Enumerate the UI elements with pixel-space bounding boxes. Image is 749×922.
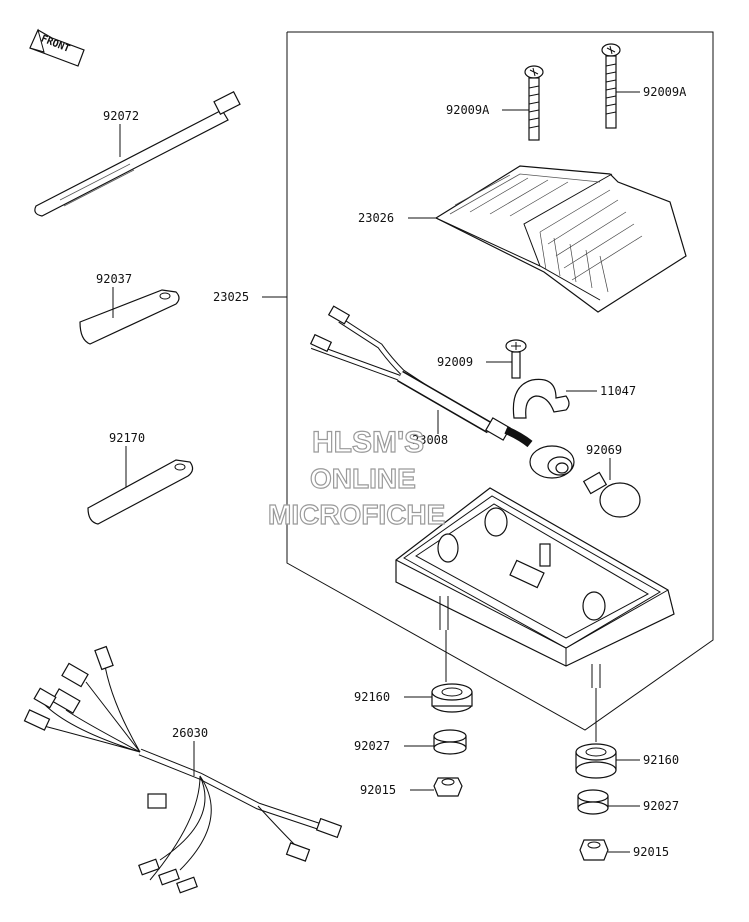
screw-left-part bbox=[524, 65, 544, 141]
collar-left-part bbox=[433, 729, 467, 755]
label-23025: 23025 bbox=[213, 290, 249, 304]
lamp-housing-part bbox=[395, 487, 675, 688]
label-92069: 92069 bbox=[586, 443, 622, 457]
cable-tie-part bbox=[34, 90, 241, 217]
clamp-part bbox=[512, 378, 570, 419]
assembly-outline bbox=[286, 31, 714, 731]
label-92009: 92009 bbox=[437, 355, 473, 369]
label-92015-left: 92015 bbox=[360, 783, 396, 797]
bulb-part bbox=[582, 471, 641, 518]
label-92027-right: 92027 bbox=[643, 799, 679, 813]
wire-harness-part bbox=[23, 645, 343, 894]
label-92037: 92037 bbox=[96, 272, 132, 286]
label-92027-left: 92027 bbox=[354, 739, 390, 753]
front-arrow-icon: FRONT bbox=[29, 28, 85, 67]
bracket-92037-part bbox=[79, 289, 180, 345]
label-92160-right: 92160 bbox=[643, 753, 679, 767]
watermark: HLSM'S ONLINE MICROFICHE bbox=[267, 425, 446, 530]
socket-wire-part bbox=[309, 305, 575, 479]
label-92009A-left: 92009A bbox=[446, 103, 490, 117]
nut-left-part bbox=[433, 777, 463, 797]
screw-right-part bbox=[601, 43, 621, 129]
grommet-left-part bbox=[431, 683, 473, 713]
lens-cover-part bbox=[434, 165, 687, 313]
label-92072: 92072 bbox=[103, 109, 139, 123]
label-11047: 11047 bbox=[600, 384, 636, 398]
nut-right-part bbox=[579, 839, 609, 861]
label-23026: 23026 bbox=[358, 211, 394, 225]
screw-92009-part bbox=[505, 339, 527, 379]
collar-right-part bbox=[577, 789, 609, 815]
bracket-92170-part bbox=[87, 459, 194, 525]
grommet-right-part bbox=[575, 743, 617, 779]
label-23008: 23008 bbox=[412, 433, 448, 447]
watermark-line-2: ONLINE bbox=[310, 463, 416, 494]
label-92160-left: 92160 bbox=[354, 690, 390, 704]
label-92009A-right: 92009A bbox=[643, 85, 687, 99]
label-26030: 26030 bbox=[172, 726, 208, 740]
label-92015-right: 92015 bbox=[633, 845, 669, 859]
label-92170: 92170 bbox=[109, 431, 145, 445]
watermark-line-1: HLSM'S bbox=[312, 426, 424, 459]
watermark-line-3: MICROFICHE bbox=[268, 499, 445, 530]
